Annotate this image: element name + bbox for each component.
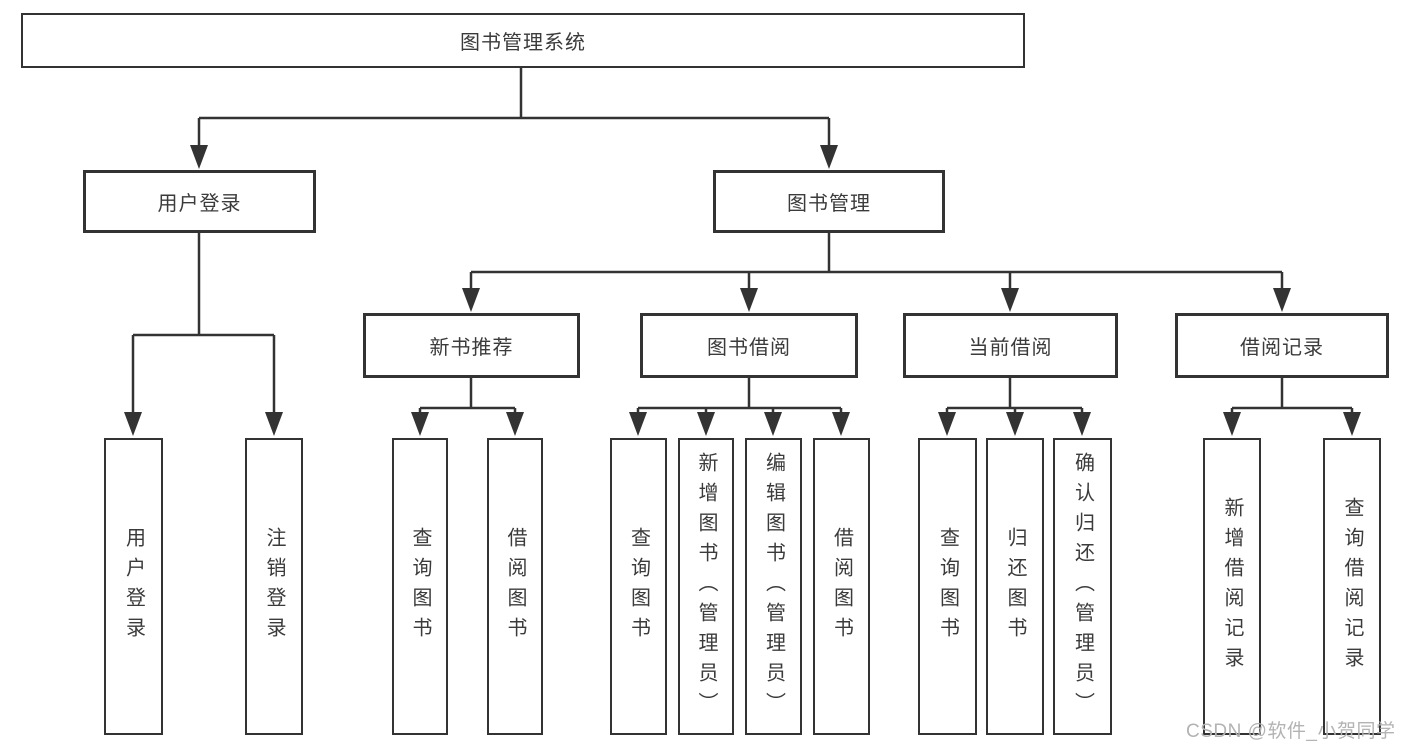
connector-current-borrow-to-leaves bbox=[945, 378, 1084, 414]
node-leaf-query-book-current-label: 查询图书 bbox=[936, 526, 959, 647]
node-leaf-edit-book-admin: 编辑图书（管理员） bbox=[745, 438, 802, 735]
node-book-borrow: 图书借阅 bbox=[640, 313, 858, 378]
connector-borrow-records-to-leaves bbox=[1230, 378, 1354, 414]
node-leaf-query-book-current: 查询图书 bbox=[918, 438, 977, 735]
node-leaf-add-borrow-record: 新增借阅记录 bbox=[1203, 438, 1261, 735]
node-leaf-confirm-return-admin-label: 确认归还（管理员） bbox=[1071, 451, 1094, 722]
node-user-login: 用户登录 bbox=[83, 170, 316, 233]
node-leaf-borrow-book-borrow-label: 借阅图书 bbox=[830, 526, 853, 647]
node-new-book-rec-label: 新书推荐 bbox=[429, 337, 514, 359]
connector-book-borrow-to-leaves bbox=[636, 378, 843, 414]
node-leaf-edit-book-admin-label: 编辑图书（管理员） bbox=[762, 451, 785, 722]
node-leaf-return-book: 归还图书 bbox=[986, 438, 1044, 735]
arrowheads-current-borrow-to-leaves bbox=[938, 412, 1091, 436]
node-leaf-borrow-book-borrow: 借阅图书 bbox=[813, 438, 870, 735]
node-current-borrow-label: 当前借阅 bbox=[968, 337, 1053, 359]
node-leaf-borrow-book-rec: 借阅图书 bbox=[487, 438, 543, 735]
node-leaf-add-book-admin-label: 新增图书（管理员） bbox=[695, 451, 717, 722]
arrowheads-book-borrow-to-leaves bbox=[629, 412, 850, 436]
node-leaf-add-book-admin: 新增图书（管理员） bbox=[678, 438, 734, 735]
connector-book-mgmt-to-level2 bbox=[469, 233, 1284, 290]
node-book-mgmt-label: 图书管理 bbox=[787, 193, 871, 215]
csdn-watermark: CSDN @软件_小贺同学 bbox=[1186, 721, 1396, 742]
node-leaf-logout: 注销登录 bbox=[245, 438, 303, 735]
node-leaf-borrow-book-rec-label: 借阅图书 bbox=[504, 526, 526, 647]
connector-new-book-rec-to-leaves bbox=[418, 378, 517, 414]
node-leaf-return-book-label: 归还图书 bbox=[1004, 526, 1026, 647]
node-leaf-logout-label: 注销登录 bbox=[263, 526, 285, 647]
node-root-label: 图书管理系统 bbox=[460, 32, 586, 54]
node-new-book-rec: 新书推荐 bbox=[363, 313, 580, 378]
node-leaf-confirm-return-admin: 确认归还（管理员） bbox=[1053, 438, 1112, 735]
connector-user-login-to-leaves bbox=[131, 233, 276, 414]
node-leaf-query-book-borrow-label: 查询图书 bbox=[627, 526, 650, 647]
arrowheads-book-mgmt-to-level2 bbox=[462, 288, 1291, 312]
node-book-mgmt: 图书管理 bbox=[713, 170, 945, 233]
node-book-borrow-label: 图书借阅 bbox=[707, 337, 791, 359]
node-leaf-query-borrow-record: 查询借阅记录 bbox=[1323, 438, 1381, 735]
node-leaf-add-borrow-record-label: 新增借阅记录 bbox=[1221, 496, 1243, 677]
node-user-login-label: 用户登录 bbox=[157, 193, 242, 215]
node-current-borrow: 当前借阅 bbox=[903, 313, 1118, 378]
node-leaf-query-book-rec-label: 查询图书 bbox=[409, 526, 431, 647]
node-leaf-query-borrow-record-label: 查询借阅记录 bbox=[1341, 496, 1363, 677]
node-leaf-query-book-rec: 查询图书 bbox=[392, 438, 448, 735]
node-root: 图书管理系统 bbox=[21, 13, 1025, 68]
node-borrow-records-label: 借阅记录 bbox=[1240, 337, 1324, 359]
node-leaf-user-login: 用户登录 bbox=[104, 438, 163, 735]
arrowheads-new-book-rec-to-leaves bbox=[411, 412, 524, 436]
connector-root-to-level1 bbox=[197, 68, 831, 147]
node-leaf-query-book-borrow: 查询图书 bbox=[610, 438, 667, 735]
arrowheads-user-login-to-leaves bbox=[124, 412, 283, 436]
node-borrow-records: 借阅记录 bbox=[1175, 313, 1389, 378]
node-leaf-user-login-label: 用户登录 bbox=[122, 526, 145, 647]
arrowheads-root-to-level1 bbox=[190, 145, 838, 169]
arrowheads-borrow-records-to-leaves bbox=[1223, 412, 1361, 436]
